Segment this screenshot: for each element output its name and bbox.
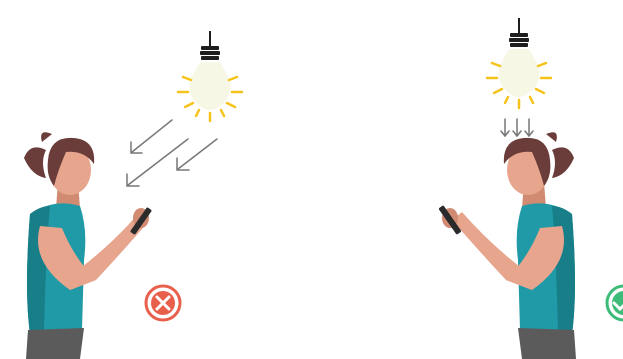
x-icon bbox=[146, 286, 180, 320]
light-bulb-icon bbox=[487, 18, 551, 108]
light-direction-arrows bbox=[501, 119, 533, 136]
scene-right bbox=[438, 18, 623, 359]
scene-wrong bbox=[24, 31, 242, 359]
check-icon bbox=[607, 286, 623, 320]
light-bulb-icon bbox=[178, 31, 242, 121]
woman-figure bbox=[438, 132, 576, 359]
woman-figure bbox=[24, 132, 152, 359]
light-direction-arrows bbox=[127, 120, 217, 186]
